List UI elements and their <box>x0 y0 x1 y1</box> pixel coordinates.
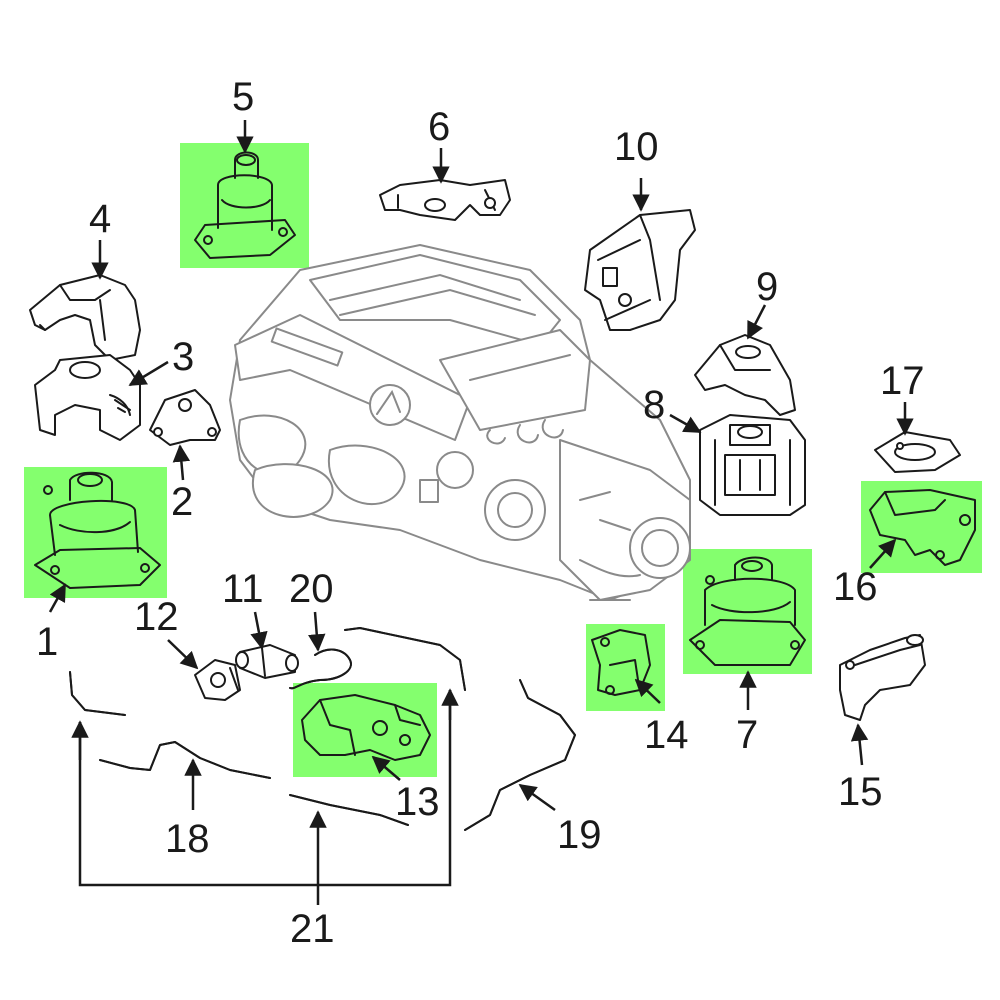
callout-20: 20 <box>289 567 334 611</box>
callout-16: 16 <box>833 565 878 609</box>
callout-1: 1 <box>36 620 58 664</box>
callout-3: 3 <box>172 335 194 379</box>
part-5-mount <box>194 151 296 259</box>
callout-17: 17 <box>880 359 925 403</box>
part-6-bracket <box>379 179 511 221</box>
tubes <box>69 627 576 831</box>
leader-3 <box>128 360 169 387</box>
callout-12: 12 <box>134 595 179 639</box>
highlight-part-13 <box>293 683 437 777</box>
part-20-hose <box>289 648 352 690</box>
part-3-mount <box>34 354 141 441</box>
callout-18: 18 <box>165 817 210 861</box>
callout-6: 6 <box>428 105 450 149</box>
leader-lines <box>48 120 914 905</box>
callout-10: 10 <box>614 125 659 169</box>
leader-19 <box>518 783 556 812</box>
callout-19: 19 <box>557 813 602 857</box>
callout-11: 11 <box>222 567 264 611</box>
callout-2: 2 <box>171 480 193 524</box>
callout-21: 21 <box>290 907 335 951</box>
part-12-sensor <box>194 659 241 701</box>
leader-20 <box>308 611 326 652</box>
part-4-bracket <box>29 274 141 361</box>
engine-block <box>229 244 691 601</box>
leader-9 <box>746 304 767 340</box>
part-15-bracket <box>839 634 926 721</box>
part-17-plate <box>874 431 961 473</box>
leader-13 <box>371 755 401 781</box>
callout-7: 7 <box>736 713 758 757</box>
part-9-bracket <box>694 334 796 416</box>
leader-14 <box>634 678 661 704</box>
callout-4: 4 <box>89 197 111 241</box>
leader-1 <box>48 583 67 613</box>
callout-5: 5 <box>232 75 254 119</box>
leader-21-bracket <box>78 690 452 887</box>
leader-15 <box>850 723 869 766</box>
part-13-bracket <box>301 694 431 761</box>
highlight-part-5 <box>180 143 309 268</box>
callout-13: 13 <box>395 780 440 824</box>
part-8-mount <box>699 414 806 516</box>
callout-9: 9 <box>756 265 778 309</box>
leader-12 <box>167 639 199 670</box>
part-16-bracket <box>869 489 976 566</box>
leader-11 <box>250 611 268 650</box>
part-7-mount <box>689 556 806 666</box>
callout-labels: 5 6 10 4 9 3 8 17 2 16 1 12 11 20 7 14 1… <box>36 75 925 951</box>
leader-8 <box>669 413 702 434</box>
part-2-mount <box>149 389 221 446</box>
callout-14: 14 <box>644 713 689 757</box>
leader-16 <box>869 538 897 569</box>
callout-8: 8 <box>643 383 665 427</box>
callout-15: 15 <box>838 770 883 814</box>
leader-2 <box>172 444 191 481</box>
part-10-mount <box>584 209 696 331</box>
part-11-valve <box>235 644 299 679</box>
part-1-mount <box>34 471 161 589</box>
